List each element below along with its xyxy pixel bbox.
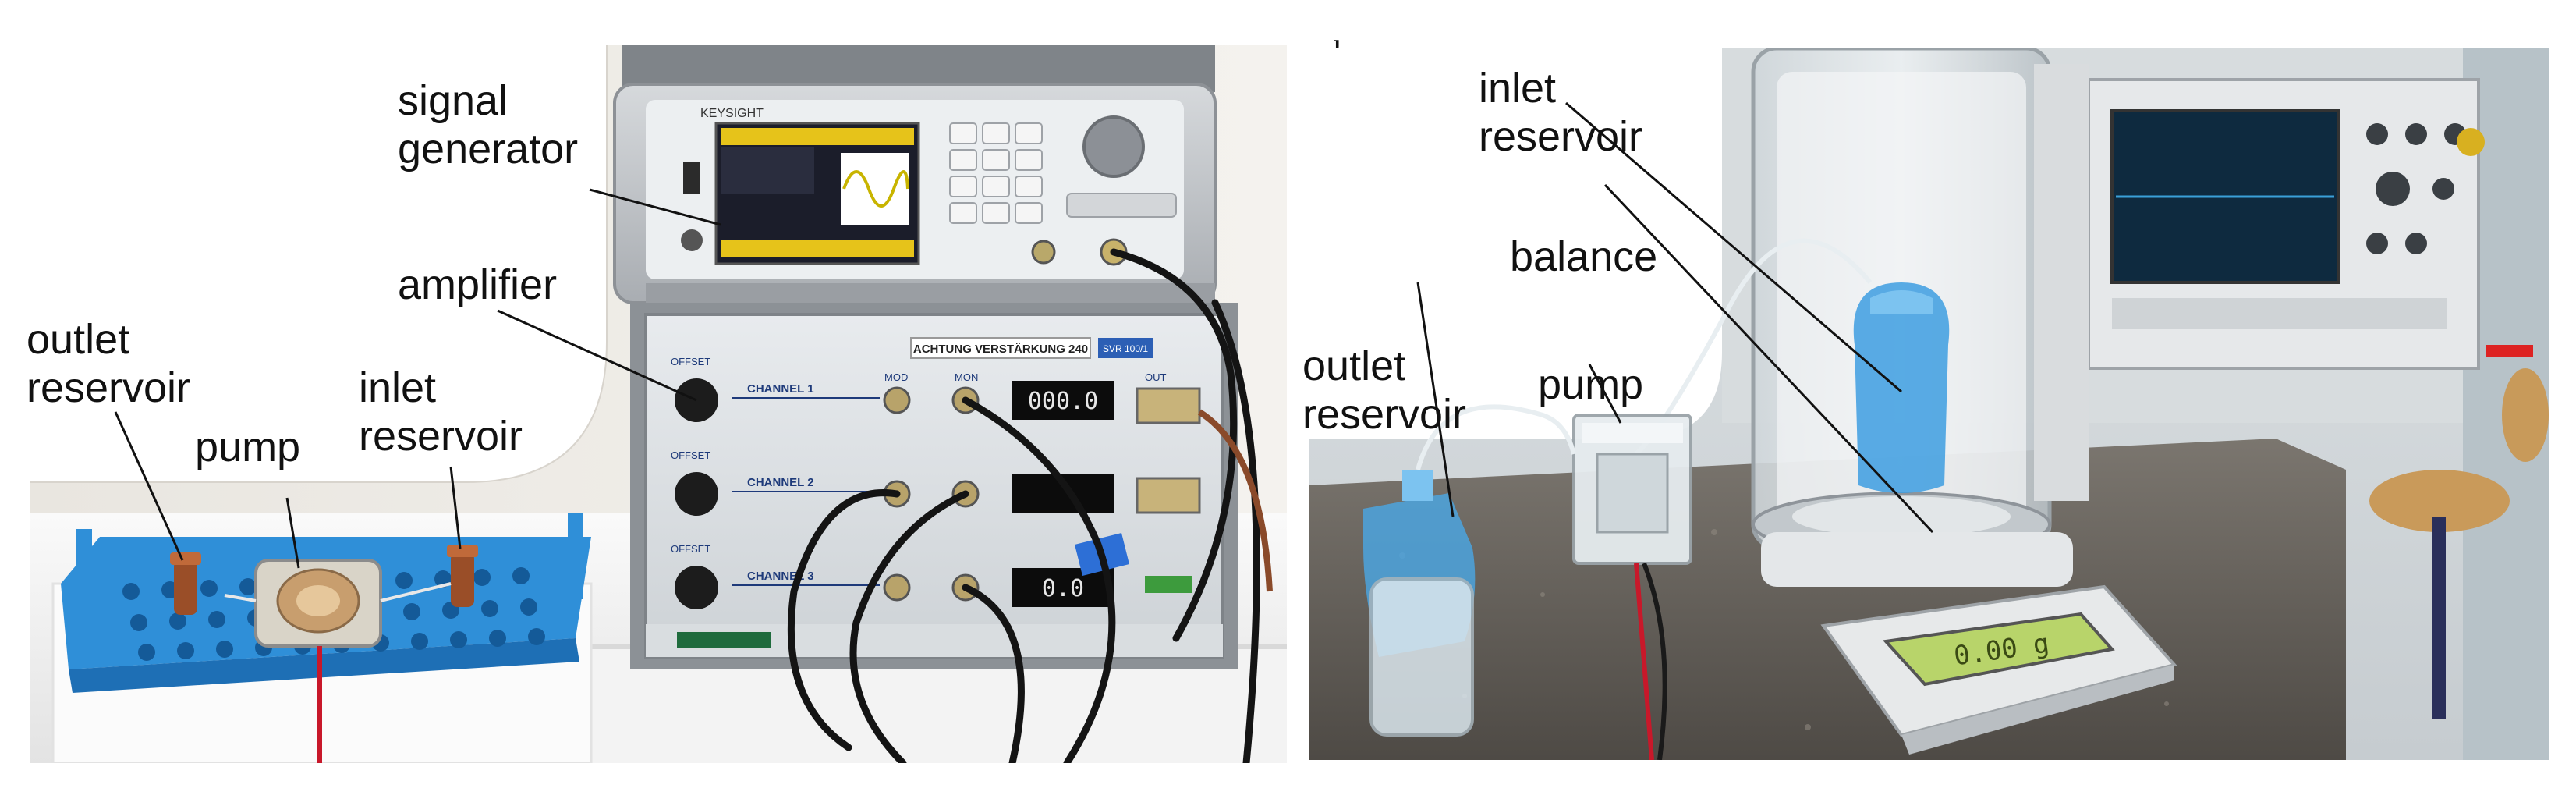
offset-label-3: OFFSET bbox=[671, 543, 710, 555]
signal-generator-label: signal generator bbox=[398, 77, 579, 172]
balance-display-unit: 0.00 g bbox=[1820, 584, 2177, 755]
panel-a-scene: KEYSIGHT bbox=[30, 45, 1287, 763]
amplifier-title-text: ACHTUNG VERSTÄRKUNG 240 bbox=[913, 343, 1088, 356]
amplifier-tag-text: SVR 100/1 bbox=[1103, 343, 1148, 354]
outlet-reservoir-label-b: outlet reservoir bbox=[1302, 343, 1467, 438]
offset-label-1: OFFSET bbox=[671, 356, 710, 367]
pump-a bbox=[254, 559, 382, 648]
pump-label-a: pump bbox=[195, 424, 301, 470]
amplifier-device: ACHTUNG VERSTÄRKUNG 240 SVR 100/1 OFFSET… bbox=[630, 303, 1238, 669]
mon-label-1: MON bbox=[955, 371, 978, 383]
panel-a-leader-lines bbox=[114, 188, 721, 569]
outlet-reservoir-a bbox=[170, 552, 201, 615]
amplifier-label: amplifier bbox=[398, 261, 558, 308]
amplifier-readout-1: 000.0 bbox=[1028, 388, 1098, 415]
pump-label-b: pump bbox=[1538, 361, 1644, 408]
outlet-reservoir-b bbox=[1363, 470, 1476, 737]
channel-1-label: CHANNEL 1 bbox=[747, 382, 814, 396]
out-label-1: OUT bbox=[1145, 371, 1167, 383]
amplifier-readout-3: 0.0 bbox=[1042, 575, 1084, 602]
mod-label-1: MOD bbox=[884, 371, 908, 383]
oscilloscope-device bbox=[2087, 78, 2480, 370]
inlet-reservoir-b bbox=[1853, 282, 1950, 493]
signal-generator-device: KEYSIGHT bbox=[613, 45, 1217, 304]
inlet-reservoir-label-b: inlet reservoir bbox=[1479, 65, 1643, 160]
balance-label: balance bbox=[1510, 233, 1658, 280]
pump-b bbox=[1572, 414, 1692, 565]
offset-label-2: OFFSET bbox=[671, 449, 710, 461]
panel-b-photo: 0.00 g bbox=[1309, 48, 2549, 760]
inlet-reservoir-label-a: inlet reservoir bbox=[359, 364, 523, 460]
generator-brand-text: KEYSIGHT bbox=[700, 107, 764, 120]
outlet-reservoir-label-a: outlet reservoir bbox=[27, 316, 191, 411]
inlet-reservoir-a bbox=[447, 545, 478, 607]
panel-a-photo: KEYSIGHT bbox=[30, 45, 1287, 763]
channel-2-label: CHANNEL 2 bbox=[747, 476, 814, 489]
panel-b-leader-lines bbox=[1416, 101, 1934, 534]
panel-b-scene: 0.00 g bbox=[1309, 48, 2549, 760]
